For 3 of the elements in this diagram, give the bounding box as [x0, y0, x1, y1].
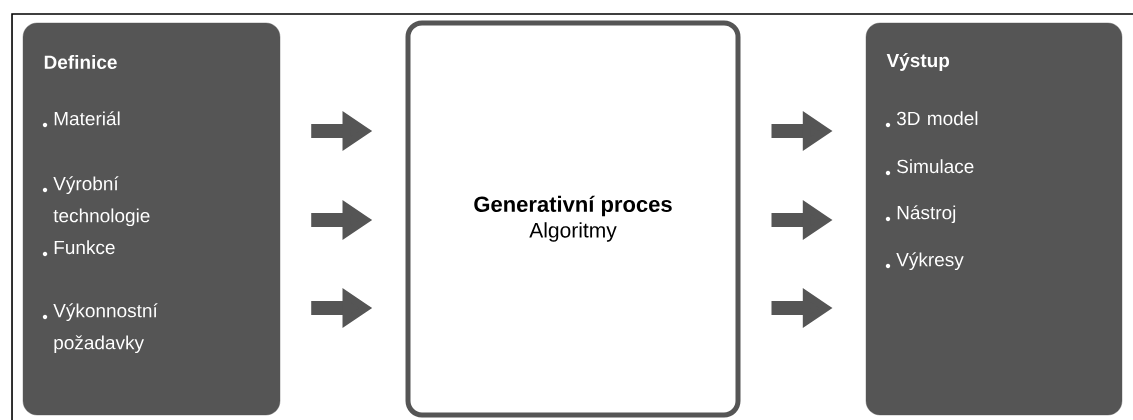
- panel-box: Výstup 3D model Simulace Nástroj Výkresy: [865, 22, 1123, 416]
- panel-box: Definice Materiál Výrobní technologie Funkce Výkonnostní požadavky: [22, 22, 281, 416]
- process-box: Generativní proces Algoritmy: [405, 20, 741, 418]
